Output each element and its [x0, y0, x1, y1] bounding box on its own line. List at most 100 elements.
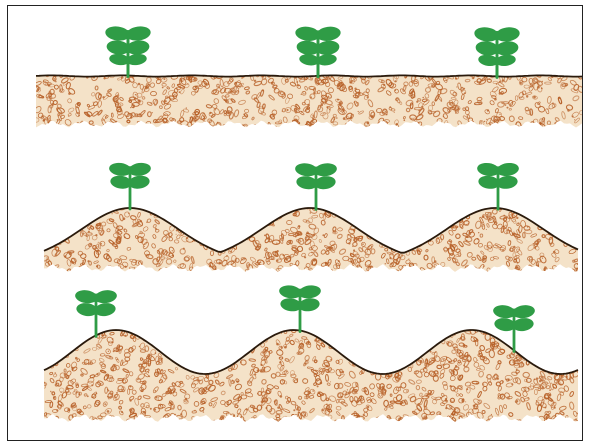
soil-dot	[434, 209, 436, 211]
soil-dot	[526, 72, 528, 74]
soil-dot	[354, 88, 356, 90]
soil-speck	[55, 225, 59, 230]
soil-dot	[513, 246, 515, 248]
soil-speck	[95, 201, 99, 205]
soil-dot	[483, 265, 485, 267]
soil-dot	[367, 409, 369, 411]
soil-dot	[317, 380, 318, 381]
soil-dot	[367, 121, 370, 124]
soil-speck	[187, 350, 193, 357]
soil-dot	[181, 80, 182, 81]
soil-speck	[365, 360, 370, 365]
soil-dot	[129, 386, 131, 388]
soil-speck	[553, 332, 560, 338]
soil-speck	[475, 201, 484, 210]
soil-dot	[463, 347, 464, 348]
soil-dot	[560, 341, 561, 342]
soil-dot	[283, 254, 285, 256]
soil-dot	[367, 96, 369, 98]
soil-dot	[464, 201, 466, 203]
soil-speck	[223, 216, 226, 221]
soil-dot	[305, 100, 306, 101]
soil-speck	[92, 126, 99, 131]
soil-speck	[349, 126, 354, 131]
soil-speck	[163, 342, 169, 350]
soil-speck	[405, 356, 410, 361]
soil-dot	[565, 229, 567, 231]
soil-dot	[350, 253, 352, 255]
soil-dot	[448, 367, 449, 368]
soil-speck	[573, 68, 578, 73]
soil-dot	[369, 246, 370, 247]
soil-dot	[533, 96, 536, 99]
soil-speck	[78, 209, 83, 213]
soil-speck	[200, 225, 207, 231]
soil-dot	[387, 223, 388, 224]
soil-dot	[577, 264, 578, 265]
soil-dot	[345, 406, 346, 407]
soil-dot	[329, 109, 330, 110]
soil-dot	[554, 348, 556, 350]
soil-speck	[213, 354, 216, 360]
soil-dot	[559, 229, 562, 232]
soil-dot	[415, 327, 416, 328]
soil-dot	[466, 367, 467, 368]
soil-speck	[542, 340, 549, 347]
soil-speck	[208, 364, 213, 369]
soil-speck	[262, 199, 268, 204]
soil-dot	[562, 376, 564, 378]
soil-dot	[478, 271, 480, 273]
soil-speck	[170, 200, 178, 206]
soil-dot	[558, 416, 559, 417]
soil-speck	[71, 325, 78, 332]
soil-dot	[367, 203, 369, 205]
soil-speck	[108, 415, 112, 420]
soil-speck	[77, 226, 80, 229]
soil-dot	[577, 372, 578, 373]
soil-speck	[187, 222, 191, 225]
soil-speck	[368, 226, 373, 232]
soil-dot	[199, 129, 201, 131]
soil-speck	[86, 218, 93, 222]
soil-dot	[225, 213, 227, 215]
soil-speck	[319, 267, 328, 276]
soil-speck	[431, 329, 436, 334]
soil-speck	[470, 124, 474, 129]
soil-dot	[490, 124, 492, 126]
soil-dot	[542, 386, 544, 388]
soil-dot	[472, 121, 474, 123]
soil-speck	[194, 215, 198, 220]
soil-speck	[400, 224, 406, 232]
soil-dot	[210, 212, 212, 214]
soil-dot	[246, 408, 248, 410]
soil-dot	[55, 372, 56, 373]
soil-dot	[409, 127, 410, 128]
soil-dot	[471, 336, 473, 338]
soil-speck	[451, 208, 460, 217]
soil-dot	[184, 73, 185, 74]
soil-speck	[237, 345, 241, 349]
soil-dot	[396, 233, 398, 235]
soil-speck	[521, 69, 526, 75]
soil-dot	[369, 232, 371, 234]
soil-speck	[232, 417, 237, 420]
soil-dot	[467, 237, 469, 239]
soil-dot	[146, 222, 147, 223]
soil-dot	[477, 238, 479, 240]
soil-speck	[371, 209, 374, 214]
soil-dot	[242, 86, 243, 87]
soil-dot	[72, 420, 74, 422]
soil-speck	[58, 202, 61, 207]
soil-dot	[152, 337, 154, 339]
soil-speck	[44, 202, 48, 205]
soil-speck	[146, 333, 151, 341]
soil-speck	[178, 213, 184, 218]
soil-speck	[245, 203, 252, 210]
soil-dot	[476, 383, 478, 385]
soil-speck	[472, 269, 477, 274]
soil-dot	[75, 357, 78, 360]
soil-dot	[518, 346, 521, 349]
soil-speck	[130, 128, 134, 132]
soil-speck	[531, 203, 534, 206]
